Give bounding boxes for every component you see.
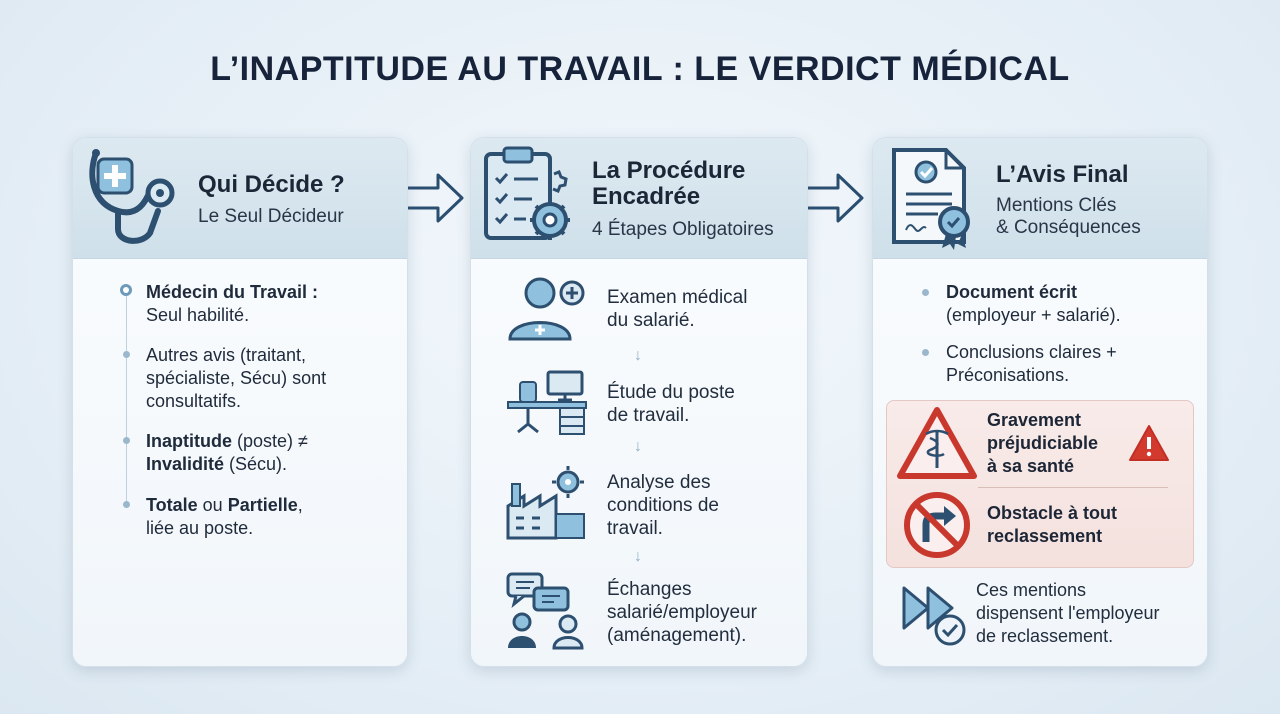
bullet-dot <box>123 351 130 358</box>
card-subheading: 4 Étapes Obligatoires <box>592 219 774 240</box>
arrow-right-icon <box>804 173 864 223</box>
card-subheading: Le Seul Décideur <box>198 206 344 227</box>
discussion-icon <box>506 572 584 650</box>
bullet-dot <box>123 501 130 508</box>
medical-warning-triangle-icon <box>897 407 977 479</box>
bullet-dot <box>922 289 929 296</box>
list-item: Autres avis (traitant,spécialiste, Sécu)… <box>146 345 327 411</box>
list-item: Médecin du Travail :Seul habilité. <box>146 282 319 325</box>
card-subheading: Mentions Clés& Conséquences <box>996 195 1141 238</box>
no-turn-prohibited-icon <box>904 492 970 558</box>
doctor-person-icon <box>508 277 585 341</box>
list-item: Totale ou Partielle,liée au poste. <box>146 495 303 538</box>
arrow-down-icon: ↓ <box>634 548 642 565</box>
list-item: Inaptitude (poste) ≠Invalidité (Sécu). <box>146 431 308 474</box>
workstation-icon <box>507 370 587 435</box>
stethoscope-icon <box>89 149 175 244</box>
timeline-line <box>126 296 127 506</box>
list-item: Document écrit(employeur + salarié). <box>946 282 1121 325</box>
factory-gear-icon <box>506 466 585 540</box>
exclamation-alert-icon <box>1129 425 1169 461</box>
arrow-right-icon <box>404 173 464 223</box>
page-title: L’INAPTITUDE AU TRAVAIL : LE VERDICT MÉD… <box>210 50 1070 88</box>
bullet-dot <box>123 437 130 444</box>
arrow-down-icon: ↓ <box>634 438 642 455</box>
card-heading: Qui Décide ? <box>198 171 345 198</box>
card-heading: L’Avis Final <box>996 161 1129 188</box>
clipboard-gear-icon <box>484 146 570 240</box>
arrow-down-icon: ↓ <box>634 347 642 364</box>
bullet-dot <box>922 349 929 356</box>
fast-forward-check-icon <box>902 586 966 646</box>
list-item: Conclusions claires +Préconisations. <box>946 342 1117 385</box>
certificate-document-icon <box>892 148 970 250</box>
divider <box>978 487 1168 488</box>
bullet-ring <box>120 284 132 296</box>
